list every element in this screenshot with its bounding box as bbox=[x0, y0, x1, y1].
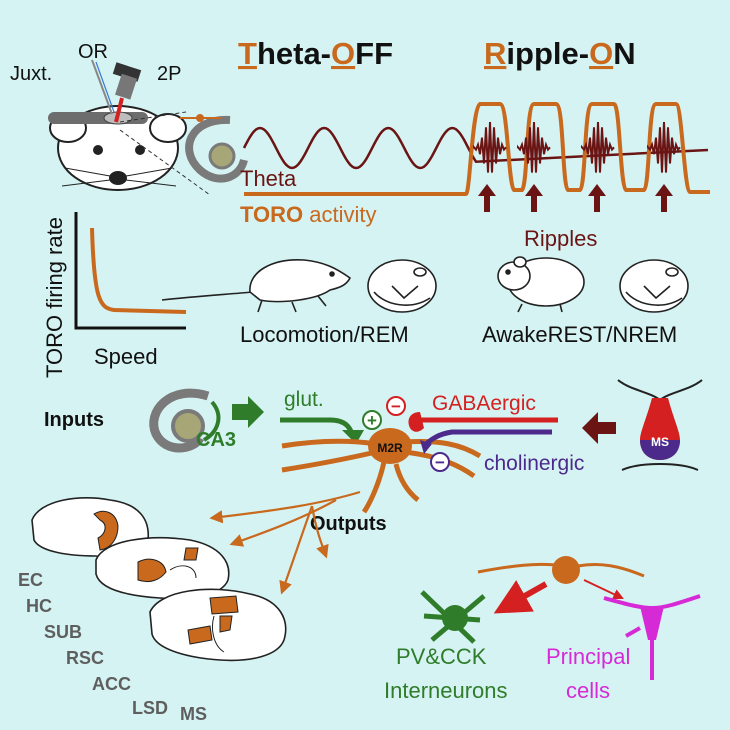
toro-activity-label: TORO activity bbox=[240, 202, 377, 227]
pv-cck-interneuron-icon bbox=[420, 590, 486, 644]
region-ec: EC bbox=[18, 570, 43, 590]
m2r-label: M2R bbox=[377, 441, 403, 455]
region-acc: ACC bbox=[92, 674, 131, 694]
mouse-recording-setup: OR Juxt. 2P bbox=[10, 41, 248, 196]
theta-off-title: Theta-OFF bbox=[238, 36, 393, 71]
theta-off-T: T bbox=[238, 36, 257, 71]
svg-text:+: + bbox=[367, 411, 377, 430]
output-projections bbox=[209, 490, 361, 595]
region-lsd: LSD bbox=[132, 698, 168, 718]
principal-label: Principal bbox=[546, 644, 630, 669]
firing-rate-curve bbox=[90, 227, 187, 314]
sleeping-mouse-icon-right bbox=[619, 259, 689, 313]
sleeping-mouse-icon-left bbox=[367, 259, 437, 313]
minus-badge-gaba: − bbox=[386, 396, 406, 416]
outputs-section: Outputs EC HC SUB RSC bbox=[18, 490, 387, 724]
hippocampus-inset-icon bbox=[180, 114, 248, 183]
or-label: OR bbox=[78, 41, 108, 63]
behavior-states: Locomotion/REM AwakeREST/NREM bbox=[161, 256, 689, 347]
two-p-label: 2P bbox=[157, 63, 181, 85]
svg-text:Theta-OFF: Theta-OFF bbox=[238, 36, 393, 71]
headplate-icon bbox=[48, 111, 148, 125]
ca3-hippocampus-icon bbox=[149, 388, 221, 453]
firing-rate-speed-plot: TORO firing rate Speed bbox=[42, 212, 187, 378]
running-rat-icon bbox=[161, 259, 352, 313]
cholinergic-label: cholinergic bbox=[484, 452, 584, 475]
theta-trace bbox=[242, 126, 709, 170]
mouse-head-icon bbox=[49, 105, 187, 191]
output-region-labels: EC HC SUB RSC ACC LSD MS bbox=[18, 570, 207, 724]
inputs-title: Inputs bbox=[44, 409, 104, 431]
ripple-bursts bbox=[473, 121, 681, 173]
ms-block-arrow bbox=[582, 412, 616, 444]
gabaergic-label: GABAergic bbox=[432, 392, 536, 415]
locomotion-rem-label: Locomotion/REM bbox=[240, 322, 409, 347]
ripple-on-title: Ripple-ON bbox=[484, 36, 636, 71]
cells-label: cells bbox=[566, 678, 610, 703]
outputs-title: Outputs bbox=[310, 513, 387, 535]
ripple-burst bbox=[473, 121, 507, 173]
toro-activity-trace bbox=[244, 102, 710, 196]
theta-label: Theta bbox=[240, 166, 297, 191]
region-rsc: RSC bbox=[66, 648, 104, 668]
brain-section-2 bbox=[95, 537, 230, 600]
zoom-lines bbox=[119, 111, 211, 196]
ca3-label: CA3 bbox=[196, 429, 236, 451]
ripple-burst bbox=[581, 121, 615, 173]
pv-cck-label: PV&CCK bbox=[396, 644, 487, 669]
glut-block-arrow bbox=[232, 396, 264, 428]
resting-mouse-icon bbox=[497, 256, 585, 313]
target-cells: PV&CCK Interneurons Principal cells bbox=[384, 556, 701, 703]
ripple-burst bbox=[517, 121, 551, 173]
plot-ylabel: TORO firing rate bbox=[42, 217, 67, 378]
ripple-arrows bbox=[478, 184, 673, 212]
medial-septum-icon: MS bbox=[617, 379, 703, 471]
plus-badge: + bbox=[362, 410, 382, 430]
toro-neuron-m2r: M2R bbox=[281, 428, 482, 514]
ripple-burst bbox=[647, 121, 681, 173]
glut-label: glut. bbox=[284, 388, 324, 411]
region-hc: HC bbox=[26, 596, 52, 616]
svg-text:−: − bbox=[391, 397, 401, 416]
arrow-to-pv bbox=[493, 580, 548, 614]
oscillation-traces: Theta TORO activity Ripples bbox=[240, 102, 710, 251]
juxt-label: Juxt. bbox=[10, 63, 52, 85]
inputs-section: Inputs CA3 glut. + M2R − GABAergic bbox=[44, 379, 703, 514]
region-sub: SUB bbox=[44, 622, 82, 642]
svg-text:−: − bbox=[435, 453, 445, 472]
principal-cell-icon bbox=[603, 594, 701, 680]
glut-axon bbox=[280, 417, 355, 435]
awake-rest-nrem-label: AwakeREST/NREM bbox=[482, 322, 677, 347]
region-ms: MS bbox=[180, 704, 207, 724]
plot-axes bbox=[74, 212, 186, 330]
minus-badge-cholinergic: − bbox=[430, 452, 450, 472]
ripples-label: Ripples bbox=[524, 226, 597, 251]
microscope-objective-icon bbox=[112, 62, 142, 123]
juxta-pipette-icon bbox=[91, 59, 113, 115]
svg-text:Ripple-ON: Ripple-ON bbox=[484, 36, 636, 71]
toro-neuron-lower bbox=[552, 556, 580, 584]
arrow-to-principal bbox=[583, 579, 624, 600]
ms-label: MS bbox=[651, 435, 669, 449]
brain-section-3 bbox=[149, 588, 287, 662]
ripple-on-R: R bbox=[484, 36, 506, 71]
plot-xlabel: Speed bbox=[94, 344, 158, 369]
interneurons-label: Interneurons bbox=[384, 678, 508, 703]
